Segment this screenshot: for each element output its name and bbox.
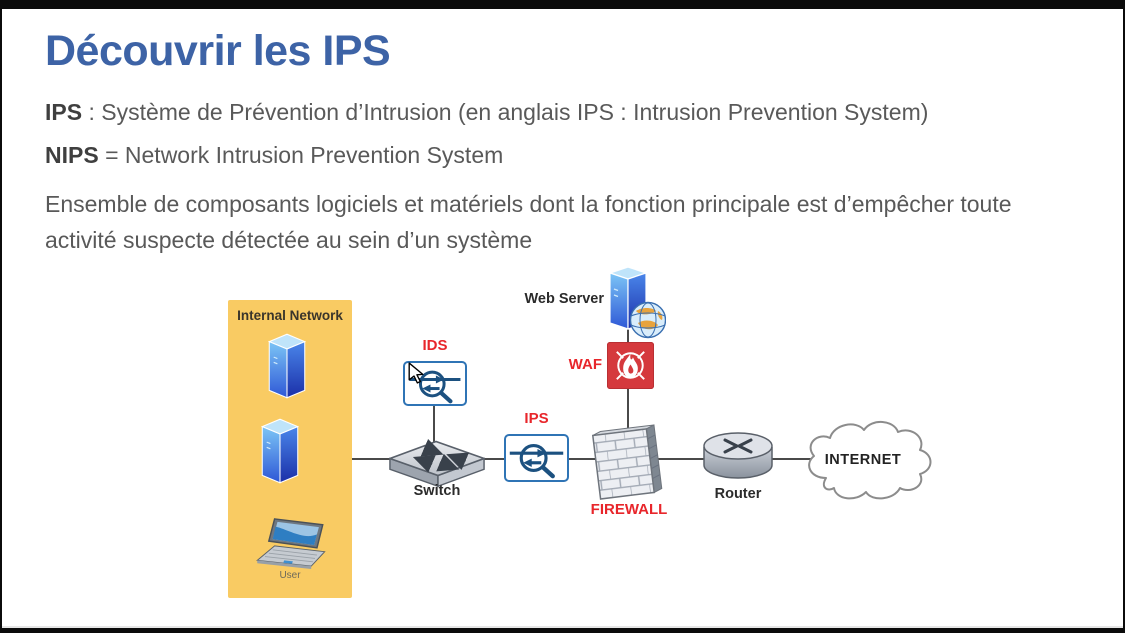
definition-ips-term: IPS [45,99,83,125]
web-server-label: Web Server [524,291,604,307]
letterbox-top [0,0,1125,9]
router-label: Router [714,486,762,502]
user-label: User [279,570,301,581]
letterbox-bottom [0,628,1125,633]
firewall-icon [591,424,663,500]
link-ids-switch [433,405,435,449]
server-icon [260,418,300,484]
inspector-icon [509,444,564,479]
letterbox-left [0,0,2,633]
internet-cloud-icon [808,421,932,500]
laptop-icon [256,518,326,570]
description-paragraph: Ensemble de composants logiciels et maté… [45,191,1012,253]
definition-nips-term: NIPS [45,142,99,168]
link-ips-firewall [567,458,595,460]
ids-label: IDS [422,337,448,354]
link-firewall-router [658,458,704,460]
page-title: Découvrir les IPS [45,27,391,75]
waf-flame-icon [616,351,645,380]
bottom-hairline [0,626,1125,628]
globe-icon [629,301,666,339]
waf-appliance [607,342,654,389]
firewall-label: FIREWALL [590,501,668,518]
mouse-cursor-icon [408,362,424,384]
link-lan-switch [352,458,402,460]
link-switch-ips [480,458,506,460]
definition-ips: IPS : Système de Prévention d’Intrusion … [45,99,928,126]
ips-label: IPS [524,410,549,427]
switch-label: Switch [413,483,461,499]
internal-network-label: Internal Network [237,308,343,323]
internet-label: INTERNET [824,452,902,468]
ids-sensor [403,361,467,406]
ips-sensor [504,434,569,482]
definition-ips-text: : Système de Prévention d’Intrusion (en … [82,99,929,125]
router-icon [703,432,773,479]
definition-nips-text: = Network Intrusion Prevention System [98,142,504,168]
server-icon [267,333,307,399]
waf-label: WAF [568,356,602,373]
definition-nips: NIPS = Network Intrusion Prevention Syst… [45,142,503,169]
link-router-internet [770,458,815,460]
letterbox-right [1123,0,1125,633]
switch-icon [389,439,485,488]
web-server-icon [608,266,666,339]
